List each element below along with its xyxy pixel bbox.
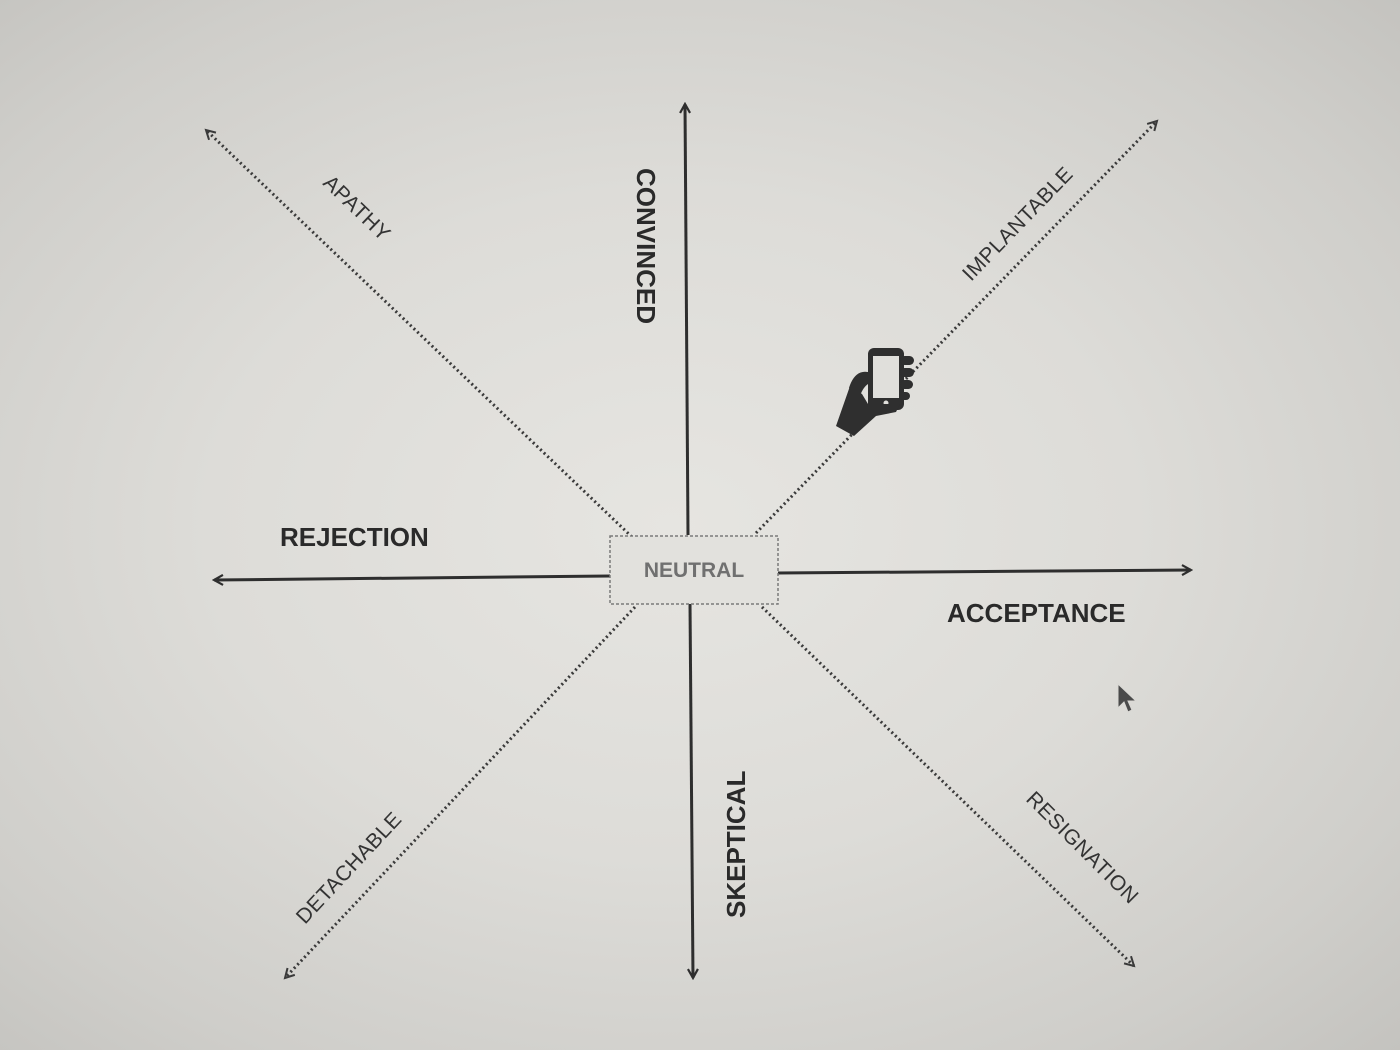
label-implantable: IMPLANTABLE [958, 163, 1078, 286]
axis-up [685, 104, 688, 536]
axis-down-right [760, 605, 1134, 966]
axis-right [777, 570, 1191, 573]
hand-holding-phone-icon [836, 348, 914, 436]
label-convinced: CONVINCED [631, 168, 661, 324]
label-apathy: APATHY [319, 171, 395, 246]
label-resignation: RESIGNATION [1021, 787, 1142, 908]
neutral-box [609, 535, 779, 605]
label-rejection: REJECTION [280, 522, 429, 552]
axis-down [690, 602, 693, 978]
axis-up-left [206, 130, 634, 539]
label-skeptical: SKEPTICAL [721, 771, 751, 918]
axis-down-left [285, 605, 637, 978]
axis-up-right [754, 121, 1157, 535]
label-acceptance: ACCEPTANCE [947, 598, 1126, 628]
axis-left [214, 576, 611, 580]
neutral-label: NEUTRAL [644, 559, 744, 582]
mouse-pointer-icon [1117, 682, 1138, 713]
